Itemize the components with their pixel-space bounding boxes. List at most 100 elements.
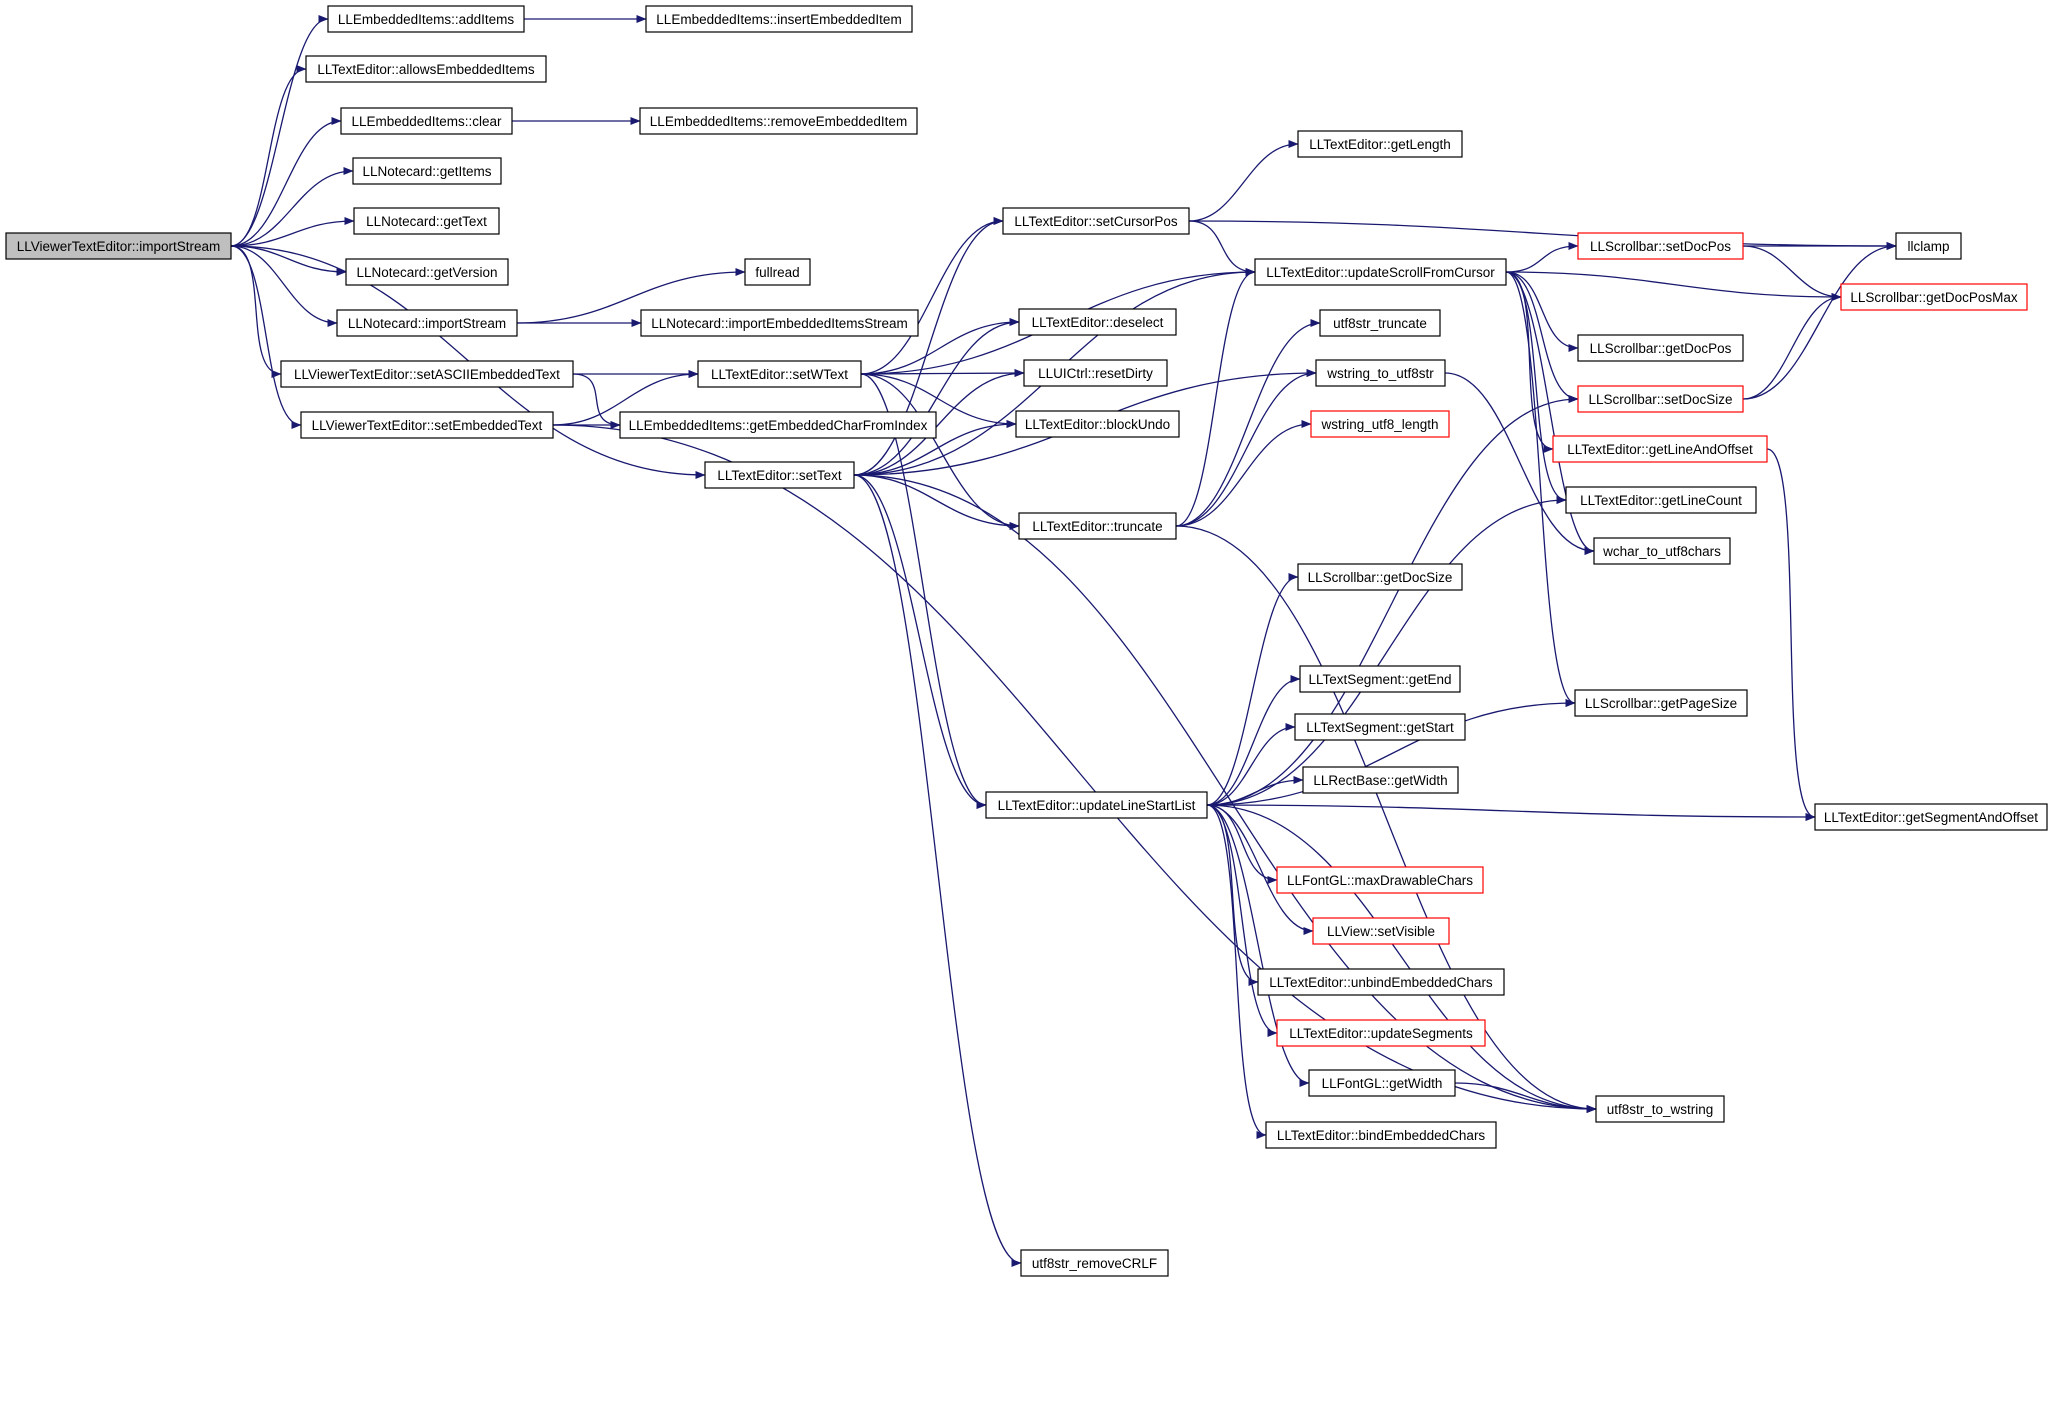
- node-setDocSize[interactable]: LLScrollbar::setDocSize: [1577, 385, 1744, 413]
- node-box-deselect[interactable]: [1018, 308, 1177, 336]
- node-setEmbeddedText[interactable]: LLViewerTextEditor::setEmbeddedText: [300, 411, 554, 439]
- node-getEmbeddedCharFromIndex[interactable]: LLEmbeddedItems::getEmbeddedCharFromInde…: [619, 411, 937, 439]
- node-box-getStart[interactable]: [1294, 713, 1466, 741]
- node-box-getDocPosMax[interactable]: [1840, 283, 2028, 311]
- node-updateSegments[interactable]: LLTextEditor::updateSegments: [1276, 1019, 1486, 1047]
- node-setASCIIEmbeddedText[interactable]: LLViewerTextEditor::setASCIIEmbeddedText: [280, 360, 574, 388]
- node-box-bindEmbeddedChars[interactable]: [1265, 1121, 1497, 1149]
- node-box-allowsEmbeddedItems[interactable]: [305, 55, 547, 83]
- node-updateLineStartList[interactable]: LLTextEditor::updateLineStartList: [985, 791, 1208, 819]
- node-rectGetWidth[interactable]: LLRectBase::getWidth: [1302, 766, 1459, 794]
- node-setCursorPos[interactable]: LLTextEditor::setCursorPos: [1002, 207, 1190, 235]
- node-utf8str_to_wstring[interactable]: utf8str_to_wstring: [1595, 1095, 1725, 1123]
- node-box-fullread[interactable]: [744, 258, 811, 286]
- node-clear[interactable]: LLEmbeddedItems::clear: [340, 107, 513, 135]
- node-llclamp[interactable]: llclamp: [1895, 232, 1962, 260]
- node-importEmbeddedItemsStream[interactable]: LLNotecard::importEmbeddedItemsStream: [640, 309, 919, 337]
- node-box-setWText[interactable]: [697, 360, 862, 388]
- node-box-updateSegments[interactable]: [1276, 1019, 1486, 1047]
- node-getDocSize[interactable]: LLScrollbar::getDocSize: [1297, 563, 1463, 591]
- node-wchar_to_utf8chars[interactable]: wchar_to_utf8chars: [1593, 537, 1731, 565]
- node-box-utf8str_to_wstring[interactable]: [1595, 1095, 1725, 1123]
- node-getDocPosMax[interactable]: LLScrollbar::getDocPosMax: [1840, 283, 2028, 311]
- node-deselect[interactable]: LLTextEditor::deselect: [1018, 308, 1177, 336]
- node-box-fontGetWidth[interactable]: [1308, 1069, 1456, 1097]
- node-box-getLineAndOffset[interactable]: [1552, 435, 1768, 463]
- node-box-getLength[interactable]: [1297, 130, 1463, 158]
- node-getSegmentAndOffset[interactable]: LLTextEditor::getSegmentAndOffset: [1814, 803, 2048, 831]
- node-box-unbindEmbeddedChars[interactable]: [1257, 968, 1505, 996]
- node-box-getVersion[interactable]: [345, 258, 509, 286]
- node-box-getSegmentAndOffset[interactable]: [1814, 803, 2048, 831]
- node-box-updateScrollFromCursor[interactable]: [1254, 258, 1507, 286]
- node-addItems[interactable]: LLEmbeddedItems::addItems: [327, 5, 525, 33]
- node-box-clear[interactable]: [340, 107, 513, 135]
- node-removeEmbeddedItem[interactable]: LLEmbeddedItems::removeEmbeddedItem: [639, 107, 918, 135]
- node-maxDrawableChars[interactable]: LLFontGL::maxDrawableChars: [1276, 866, 1484, 894]
- node-box-utf8str_removeCRLF[interactable]: [1020, 1249, 1169, 1277]
- node-box-truncate[interactable]: [1018, 512, 1177, 540]
- node-box-addItems[interactable]: [327, 5, 525, 33]
- node-setDocPos[interactable]: LLScrollbar::setDocPos: [1577, 232, 1744, 260]
- node-getStart[interactable]: LLTextSegment::getStart: [1294, 713, 1466, 741]
- node-setText[interactable]: LLTextEditor::setText: [704, 461, 855, 489]
- node-box-resetDirty[interactable]: [1023, 359, 1168, 387]
- node-box-getItems[interactable]: [352, 157, 502, 185]
- node-fontGetWidth[interactable]: LLFontGL::getWidth: [1308, 1069, 1456, 1097]
- node-box-insertEmbeddedItem[interactable]: [645, 5, 913, 33]
- node-box-getEnd[interactable]: [1299, 665, 1461, 693]
- node-box-setDocSize[interactable]: [1577, 385, 1744, 413]
- node-ncImportStream[interactable]: LLNotecard::importStream: [336, 309, 518, 337]
- node-getVersion[interactable]: LLNotecard::getVersion: [345, 258, 509, 286]
- node-insertEmbeddedItem[interactable]: LLEmbeddedItems::insertEmbeddedItem: [645, 5, 913, 33]
- node-allowsEmbeddedItems[interactable]: LLTextEditor::allowsEmbeddedItems: [305, 55, 547, 83]
- node-box-wchar_to_utf8chars[interactable]: [1593, 537, 1731, 565]
- node-box-setCursorPos[interactable]: [1002, 207, 1190, 235]
- node-getItems[interactable]: LLNotecard::getItems: [352, 157, 502, 185]
- node-bindEmbeddedChars[interactable]: LLTextEditor::bindEmbeddedChars: [1265, 1121, 1497, 1149]
- node-box-maxDrawableChars[interactable]: [1276, 866, 1484, 894]
- node-getEnd[interactable]: LLTextSegment::getEnd: [1299, 665, 1461, 693]
- node-box-getDocSize[interactable]: [1297, 563, 1463, 591]
- node-box-root[interactable]: [5, 232, 232, 260]
- node-setVisible[interactable]: LLView::setVisible: [1312, 917, 1450, 945]
- node-box-getEmbeddedCharFromIndex[interactable]: [619, 411, 937, 439]
- node-box-wstring_utf8_length[interactable]: [1310, 410, 1450, 438]
- node-blockUndo[interactable]: LLTextEditor::blockUndo: [1015, 410, 1180, 438]
- node-box-setVisible[interactable]: [1312, 917, 1450, 945]
- node-box-setASCIIEmbeddedText[interactable]: [280, 360, 574, 388]
- node-box-setDocPos[interactable]: [1577, 232, 1744, 260]
- node-fullread[interactable]: fullread: [744, 258, 811, 286]
- node-box-getText[interactable]: [353, 207, 500, 235]
- node-updateScrollFromCursor[interactable]: LLTextEditor::updateScrollFromCursor: [1254, 258, 1507, 286]
- node-box-llclamp[interactable]: [1895, 232, 1962, 260]
- node-box-ncImportStream[interactable]: [336, 309, 518, 337]
- node-box-getPageSize[interactable]: [1574, 689, 1748, 717]
- node-utf8str_removeCRLF[interactable]: utf8str_removeCRLF: [1020, 1249, 1169, 1277]
- node-truncate[interactable]: LLTextEditor::truncate: [1018, 512, 1177, 540]
- node-box-setEmbeddedText[interactable]: [300, 411, 554, 439]
- node-box-wstring_to_utf8str[interactable]: [1315, 359, 1446, 387]
- node-box-utf8str_truncate[interactable]: [1319, 309, 1441, 337]
- node-setWText[interactable]: LLTextEditor::setWText: [697, 360, 862, 388]
- node-box-updateLineStartList[interactable]: [985, 791, 1208, 819]
- node-box-getDocPos[interactable]: [1577, 334, 1744, 362]
- node-root[interactable]: LLViewerTextEditor::importStream: [5, 232, 232, 260]
- node-box-importEmbeddedItemsStream[interactable]: [640, 309, 919, 337]
- node-box-rectGetWidth[interactable]: [1302, 766, 1459, 794]
- node-getLength[interactable]: LLTextEditor::getLength: [1297, 130, 1463, 158]
- node-box-removeEmbeddedItem[interactable]: [639, 107, 918, 135]
- node-box-getLineCount[interactable]: [1565, 486, 1757, 514]
- node-getPageSize[interactable]: LLScrollbar::getPageSize: [1574, 689, 1748, 717]
- node-getDocPos[interactable]: LLScrollbar::getDocPos: [1577, 334, 1744, 362]
- node-getLineCount[interactable]: LLTextEditor::getLineCount: [1565, 486, 1757, 514]
- node-box-setText[interactable]: [704, 461, 855, 489]
- node-getLineAndOffset[interactable]: LLTextEditor::getLineAndOffset: [1552, 435, 1768, 463]
- node-utf8str_truncate[interactable]: utf8str_truncate: [1319, 309, 1441, 337]
- node-getText[interactable]: LLNotecard::getText: [353, 207, 500, 235]
- node-unbindEmbeddedChars[interactable]: LLTextEditor::unbindEmbeddedChars: [1257, 968, 1505, 996]
- node-wstring_utf8_length[interactable]: wstring_utf8_length: [1310, 410, 1450, 438]
- node-wstring_to_utf8str[interactable]: wstring_to_utf8str: [1315, 359, 1446, 387]
- node-box-blockUndo[interactable]: [1015, 410, 1180, 438]
- node-resetDirty[interactable]: LLUICtrl::resetDirty: [1023, 359, 1168, 387]
